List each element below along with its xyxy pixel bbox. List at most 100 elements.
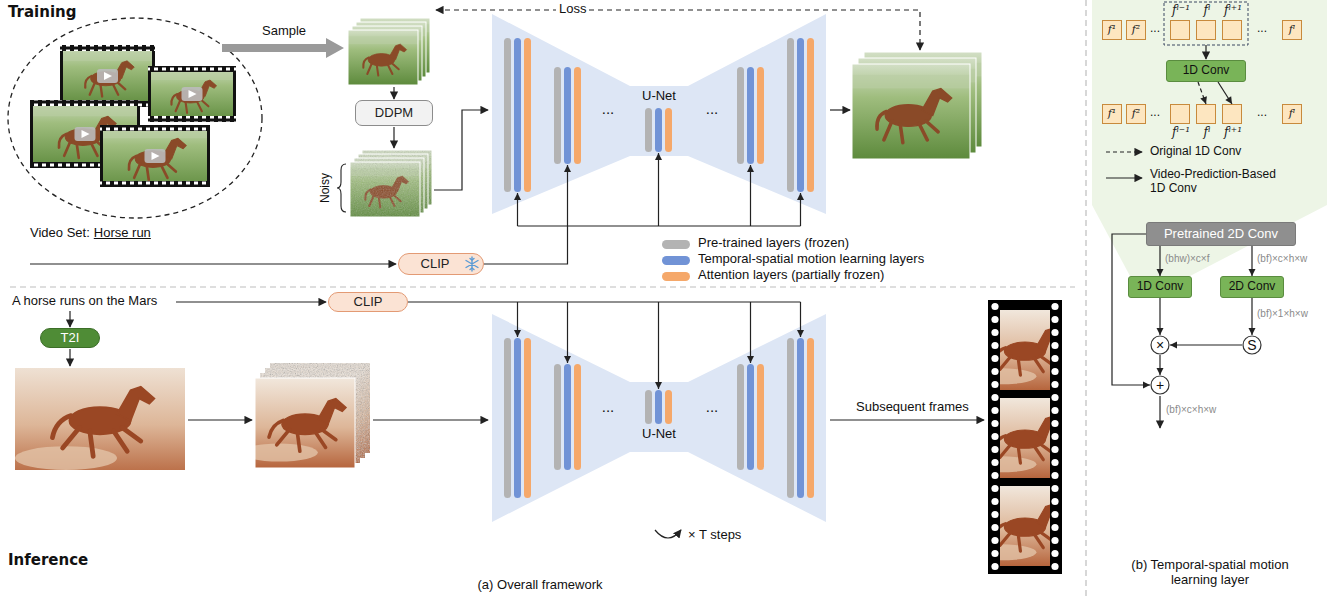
subfigure-caption: (a) Overall framework: [440, 578, 640, 593]
ellipsis: ...: [1257, 106, 1267, 120]
layer-bar: [797, 38, 804, 192]
connector-line: [1218, 82, 1232, 104]
connector: [1218, 82, 1232, 104]
frame-box: fⁱ⁻¹: [1170, 104, 1190, 124]
edge-label: (bhw)×c×f: [1165, 253, 1209, 265]
legend-swatch: [662, 272, 690, 281]
sampled-frames: [344, 18, 435, 85]
connector: [1170, 342, 1242, 349]
node-text: +: [1156, 377, 1164, 393]
video-thumbnail: [30, 100, 140, 106]
video-thumbnail: [100, 120, 210, 193]
layer-bar: [574, 364, 581, 470]
node-text: ...: [694, 398, 730, 415]
noisy-frames: [241, 363, 385, 468]
layer-bar: [554, 67, 561, 164]
video-thumbnail: [189, 90, 197, 98]
video-thumbnail: [151, 65, 233, 122]
layer-bar: [574, 67, 581, 164]
arrow-head: [1157, 368, 1164, 375]
frame-box: f¹: [1102, 104, 1122, 124]
edge-label: (bf)×c×h×w: [1257, 253, 1307, 265]
node-text: f²: [1132, 108, 1140, 121]
node-text: f¹: [1108, 24, 1116, 37]
arrow-head: [1157, 269, 1164, 276]
video-thumbnail: [148, 66, 236, 122]
legend-swatch: [662, 256, 690, 265]
flow-arrows: [830, 109, 850, 110]
video-thumbnail: [145, 149, 166, 163]
conv-box: 1D Conv: [1128, 276, 1193, 298]
legend-text: Video-Prediction-Based 1D Conv: [1150, 168, 1290, 196]
generated-image: [15, 360, 185, 479]
conv-box: 2D Conv: [1220, 276, 1285, 298]
arrow-head: [1157, 328, 1164, 335]
encoder-box: CLIP: [398, 253, 484, 275]
video-thumbnail: [60, 45, 155, 107]
layer-bar: [514, 338, 521, 498]
arrow-head: [797, 330, 804, 337]
node-text: fⁱ⁺¹: [1214, 126, 1252, 140]
operator-outline: [1151, 336, 1169, 354]
connector: [408, 302, 804, 389]
node-text: Pretrained 2D Conv: [1164, 227, 1278, 242]
node-text: 1D Conv: [1183, 64, 1230, 78]
connector: [1157, 355, 1164, 375]
operator-circle: S: [1242, 335, 1262, 355]
generated-image: [15, 360, 185, 479]
frame-box: fⁱ⁻¹: [1170, 20, 1190, 40]
legend-text: Temporal-spatial motion learning layers: [698, 252, 924, 267]
node-text: ...: [590, 100, 626, 117]
film-strip: [968, 300, 1082, 574]
connector-line: [1198, 82, 1206, 104]
arrow-head: [514, 193, 521, 200]
flow-arrows: [393, 87, 394, 99]
layer-bar: [554, 364, 561, 470]
layer-bar: [645, 390, 652, 424]
process-box: DDPM: [355, 100, 433, 126]
layer-bar: [747, 67, 754, 164]
frame-box: fⁱ⁺¹: [1222, 20, 1242, 40]
flow-arrows: [30, 10, 1206, 538]
ellipsis: ...: [1150, 106, 1160, 120]
flow-arrows: [69, 311, 70, 327]
film-strip: [968, 310, 1082, 390]
arrow-head: [1143, 382, 1150, 389]
arrow-head: [747, 165, 754, 172]
node-text: f²: [1132, 24, 1140, 37]
arrow-head: [1249, 328, 1256, 335]
connector-line: [567, 165, 568, 226]
separator-lines: [10, 286, 1075, 287]
noisy-frames: [337, 150, 436, 217]
layer-bar: [757, 67, 764, 164]
node-text: CLIP: [421, 257, 450, 272]
arrow-head: [1249, 269, 1256, 276]
layer-bar: [807, 38, 814, 192]
layer-bar: [564, 364, 571, 470]
model-box: T2I: [40, 328, 100, 348]
ellipsis: ...: [1257, 22, 1267, 36]
flow-arrows: [176, 301, 326, 302]
sample-arrow: [222, 38, 344, 58]
section-title: Training: [8, 4, 76, 21]
frame-box: f²: [1126, 104, 1146, 124]
separator-lines: [10, 0, 1086, 598]
flow-arrows: [1106, 177, 1142, 178]
layer-bar: [504, 338, 511, 498]
operator-circle: ×: [1150, 335, 1170, 355]
layer-bar: [655, 390, 662, 424]
arrow-label: Loss: [556, 2, 589, 17]
connector-line: [567, 302, 568, 363]
snowflake-icon: [470, 259, 474, 270]
noisy-frames: [350, 162, 420, 217]
snowflake-icon: [466, 257, 478, 271]
frame-box: f²: [1126, 20, 1146, 40]
flow-arrows: [830, 419, 984, 420]
arrow-label: Subsequent frames: [856, 400, 969, 415]
shape-label: (bf)×c×h×w: [1166, 404, 1216, 416]
layer-bar: [564, 67, 571, 164]
connector: [1112, 234, 1150, 389]
output-frames: [843, 64, 979, 159]
